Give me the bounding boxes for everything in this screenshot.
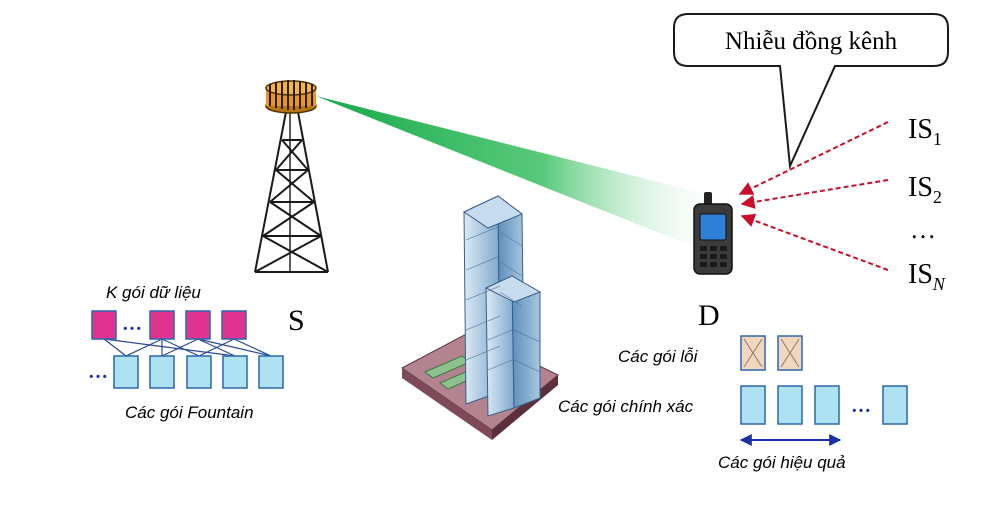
data-packet [91, 310, 117, 340]
encoding-lines [103, 338, 272, 357]
fountain-packet [186, 355, 212, 389]
fountain-packets-label: Các gói Fountain [125, 403, 254, 422]
fountain-packets-ellipsis: … [88, 361, 108, 383]
correct-packet [740, 385, 766, 425]
data-packet [149, 310, 175, 340]
handheld-radio-icon [693, 192, 733, 275]
transmission-tower-icon [254, 111, 329, 273]
error-packets-label: Các gói lỗi [618, 347, 699, 366]
error-packet [740, 335, 766, 371]
correct-packets [740, 385, 908, 425]
interference-arrow-n [740, 213, 889, 271]
destination-node-label: D [698, 299, 720, 332]
interferer-label-n: ISN [908, 259, 946, 294]
fountain-packet [149, 355, 175, 389]
data-packets-ellipsis: … [122, 313, 142, 335]
callout-bubble [673, 13, 949, 170]
antenna-array-icon [265, 80, 317, 114]
error-packets [740, 335, 803, 371]
fountain-packet [113, 355, 139, 389]
correct-packet [777, 385, 803, 425]
data-packet [185, 310, 211, 340]
correct-packets-label: Các gói chính xác [558, 397, 694, 416]
building-icon [401, 194, 559, 440]
signal-beam [316, 96, 730, 250]
effective-packets-label: Các gói hiệu quả [718, 453, 846, 472]
interferer-label-2: IS2 [908, 172, 942, 207]
interferer-dots: … [910, 215, 936, 244]
interference-arrow-1 [738, 121, 889, 195]
interferer-label-1: IS1 [908, 114, 942, 149]
data-packet [221, 310, 247, 340]
correct-packets-ellipsis: … [851, 395, 871, 417]
correct-packet [882, 385, 908, 425]
correct-packet [814, 385, 840, 425]
interference-arrow-2 [740, 179, 889, 209]
error-packet [777, 335, 803, 371]
fountain-packet [258, 355, 284, 389]
fountain-packet [222, 355, 248, 389]
source-node-label: S [288, 304, 305, 337]
interference-arrows [738, 121, 889, 271]
data-packets-label: K gói dữ liệu [106, 283, 201, 302]
data-packets [91, 310, 247, 340]
fountain-packets [113, 355, 284, 389]
callout-text: Nhiễu đồng kênh [725, 28, 898, 55]
